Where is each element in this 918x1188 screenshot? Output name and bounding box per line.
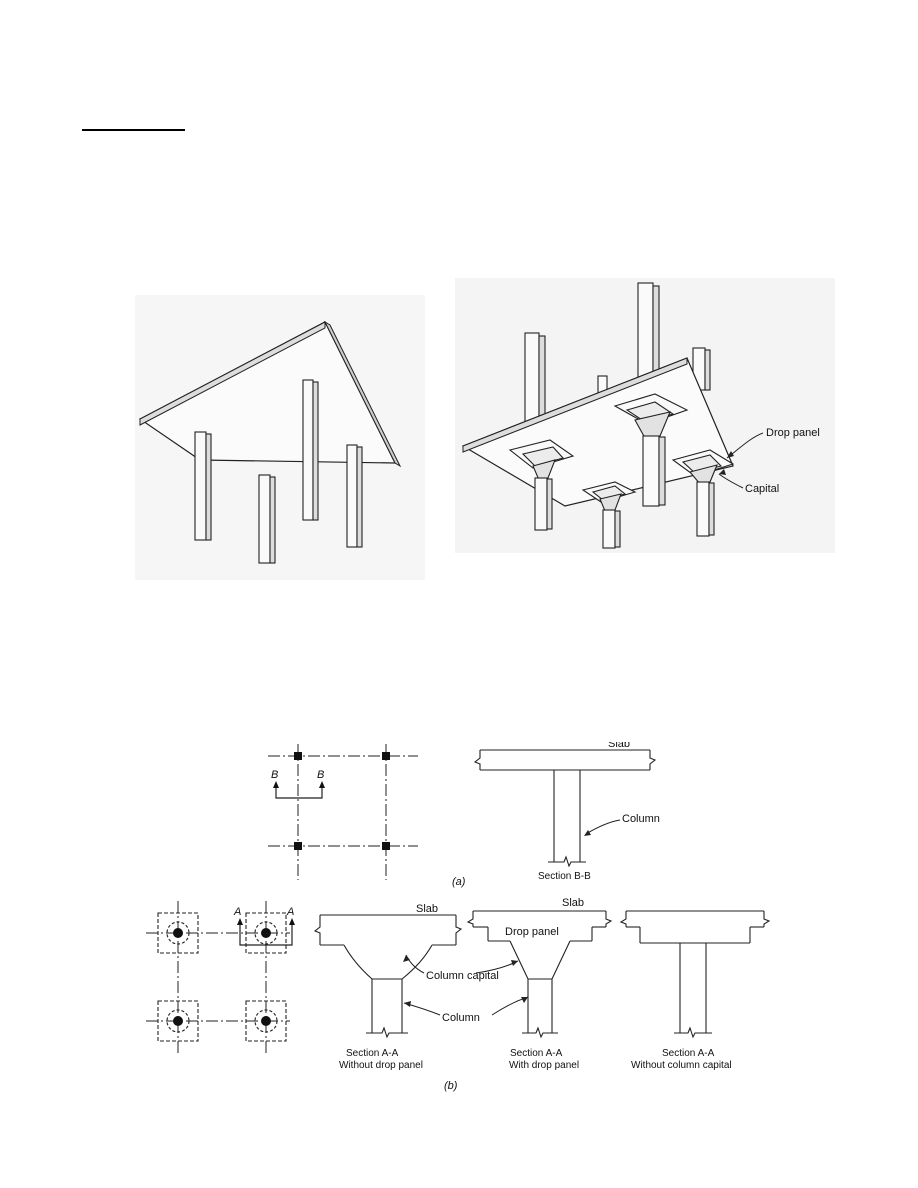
column-left	[194, 431, 212, 541]
plan-column-b	[173, 928, 183, 938]
section-bb-drawing	[473, 749, 657, 868]
section-mark-b-right: B	[317, 769, 324, 781]
plan-drop-panel	[245, 1000, 287, 1042]
plan-drop-panel	[157, 1000, 199, 1042]
figure-b: A A Slab Section A-A Without drop panel	[146, 897, 771, 1092]
plan-column	[294, 752, 302, 760]
upper-column-left	[524, 332, 546, 439]
drop-panel-front	[581, 481, 637, 549]
plan-column	[382, 752, 390, 760]
section-mark-a-left: A	[233, 906, 241, 918]
plan-grid-a	[268, 744, 418, 880]
plan-drop-panel	[245, 912, 287, 954]
column-label-a: Column	[622, 813, 660, 825]
section-with-drop-panel	[466, 910, 613, 1039]
drop-panel-isometric: Drop panel Capital	[455, 278, 835, 553]
section-2-title: Section A-A	[510, 1048, 563, 1059]
section-1-title: Section A-A	[346, 1048, 399, 1059]
section-mark-b-left: B	[271, 769, 278, 781]
flat-plate-isometric	[135, 295, 425, 580]
section-1-subtitle: Without drop panel	[339, 1060, 423, 1071]
plan-column	[382, 842, 390, 850]
section-without-column-capital	[619, 910, 771, 1039]
section-cut-aa	[239, 923, 293, 946]
plan-drop-panel	[157, 912, 199, 954]
section-caption-bb: Section B-B	[538, 871, 591, 882]
column-back	[302, 379, 319, 521]
plan-column-b	[261, 928, 271, 938]
section-cut-bb	[275, 786, 323, 799]
section-2-subtitle: With drop panel	[509, 1060, 579, 1071]
capital-leader	[718, 473, 744, 489]
column-label-b: Column	[442, 1012, 480, 1024]
capital-label: Capital	[745, 483, 779, 495]
section-without-drop-panel	[313, 914, 463, 1039]
drop-panel-label: Drop panel	[766, 427, 820, 439]
plan-grid-b	[146, 901, 290, 1053]
column-front	[258, 474, 276, 564]
column-capital-label: Column capital	[426, 970, 499, 982]
figure-tag-a: (a)	[452, 876, 466, 888]
drop-panel-right	[671, 449, 735, 537]
drop-panel-left	[508, 439, 575, 531]
heading-underline	[82, 129, 185, 131]
section-3-title: Section A-A	[662, 1048, 715, 1059]
capital-leader-left	[405, 954, 425, 974]
slab-label-b2: Slab	[562, 897, 584, 909]
slab-edge-right	[323, 320, 402, 468]
drop-panel-label-b: Drop panel	[505, 926, 559, 938]
slab-edge-left	[139, 321, 326, 426]
slab-label-a: Slab	[608, 742, 630, 750]
drop-panel-center	[613, 393, 689, 507]
column-right	[346, 444, 363, 548]
column-leader-a	[585, 819, 621, 835]
figure-a: B B Slab Column Section B-B (a)	[268, 742, 660, 888]
plan-column	[294, 842, 302, 850]
plan-column-b	[261, 1016, 271, 1026]
section-3-subtitle: Without column capital	[631, 1060, 732, 1071]
slab-label-b1: Slab	[416, 903, 438, 915]
section-mark-a-right: A	[286, 906, 294, 918]
plan-column-b	[173, 1016, 183, 1026]
slab-edge	[462, 357, 688, 453]
figure-tag-b: (b)	[444, 1080, 458, 1092]
